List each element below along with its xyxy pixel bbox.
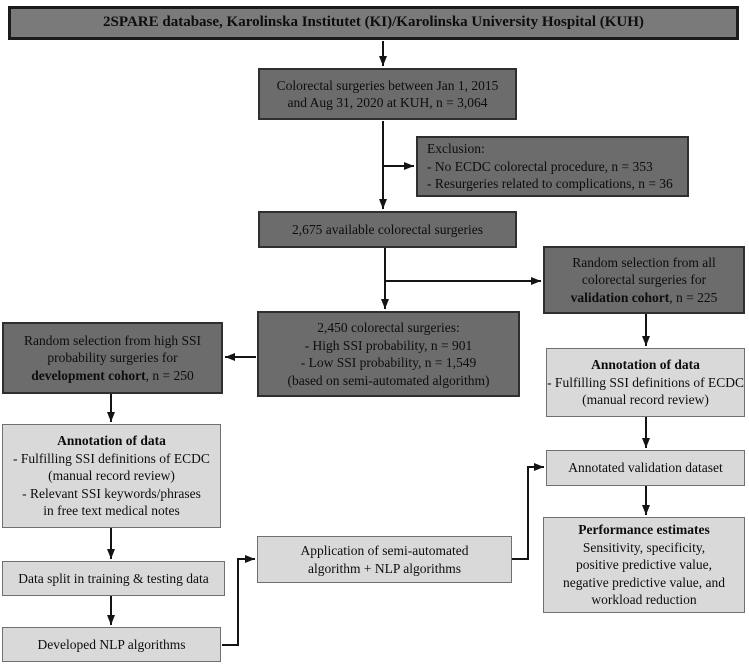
performance-line1: Sensitivity, specificity, [582, 539, 706, 555]
annotation-development-line3: - Relevant SSI keywords/phrases [22, 485, 201, 501]
performance-line3: negative predictive value, and [563, 574, 725, 590]
validation-selection-line3: validation cohort, n = 225 [571, 289, 718, 307]
node-available-surgeries: 2,675 available colorectal surgeries [258, 211, 517, 248]
header-text: 2SPARE database, Karolinska Institutet (… [103, 14, 644, 31]
surgeries-2450-line2: - High SSI probability, n = 901 [304, 337, 473, 353]
development-selection-line3: development cohort, n = 250 [31, 367, 193, 385]
annotated-dataset-text: Annotated validation dataset [568, 460, 723, 476]
development-cohort-n: , n = 250 [145, 367, 194, 383]
surgeries-2450-line3: - Low SSI probability, n = 1,549 [300, 355, 477, 370]
annotation-development-title: Annotation of data [57, 433, 166, 449]
annotation-validation-line2: (manual record review) [582, 392, 709, 408]
performance-title: Performance estimates [578, 522, 710, 538]
node-database-header: 2SPARE database, Karolinska Institutet (… [8, 6, 739, 40]
node-annotation-development: Annotation of data - Fulfilling SSI defi… [2, 424, 221, 528]
node-exclusion: Exclusion: - No ECDC colorectal procedur… [416, 136, 689, 197]
available-text: 2,675 available colorectal surgeries [292, 221, 483, 237]
node-data-split: Data split in training & testing data [2, 561, 225, 596]
colorectal-line2: and Aug 31, 2020 at KUH, n = 3,064 [287, 95, 488, 110]
validation-cohort-label: validation cohort [570, 289, 670, 305]
exclusion-line1: Exclusion: [427, 141, 485, 157]
data-split-text: Data split in training & testing data [18, 570, 209, 586]
node-validation-selection: Random selection from all colorectal sur… [543, 246, 745, 314]
node-2450-surgeries: 2,450 colorectal surgeries: - High SSI p… [257, 311, 520, 397]
node-performance-estimates: Performance estimates Sensitivity, speci… [543, 517, 745, 613]
performance-line2: positive predictive value, [575, 557, 713, 573]
development-cohort-label: development cohort [31, 367, 146, 383]
developed-nlp-text: Developed NLP algorithms [37, 636, 186, 652]
performance-line4: workload reduction [591, 592, 697, 608]
colorectal-line1: Colorectal surgeries between Jan 1, 2015 [276, 77, 499, 93]
surgeries-2450-line1: 2,450 colorectal surgeries: [317, 320, 460, 335]
development-selection-line2: probability surgeries for [47, 350, 178, 366]
node-development-selection: Random selection from high SSI probabili… [2, 322, 223, 394]
node-developed-nlp: Developed NLP algorithms [2, 627, 221, 662]
annotation-validation-title: Annotation of data [591, 357, 700, 373]
node-colorectal-surgeries: Colorectal surgeries between Jan 1, 2015… [258, 68, 517, 120]
validation-cohort-n: , n = 225 [669, 289, 718, 305]
application-line1: Application of semi-automated [300, 543, 469, 558]
arrow-application-to-annotated-dataset [512, 463, 544, 560]
arrow-developed-nlp-to-application [222, 555, 255, 646]
validation-selection-line1: Random selection from all [572, 254, 716, 270]
node-annotation-validation: Annotation of data - Fulfilling SSI defi… [546, 348, 745, 417]
validation-selection-line2: colorectal surgeries for [581, 272, 707, 288]
node-application-algorithms: Application of semi-automated algorithm … [257, 536, 512, 583]
annotation-development-line4: in free text medical notes [43, 503, 180, 519]
annotation-validation-line1: - Fulfilling SSI definitions of ECDC [547, 374, 744, 390]
annotation-development-line2: (manual record review) [48, 468, 175, 484]
exclusion-line2: - No ECDC colorectal procedure, n = 353 [427, 158, 653, 174]
development-selection-line1: Random selection from high SSI [24, 332, 201, 348]
exclusion-line3: - Resurgeries related to complications, … [427, 176, 673, 192]
annotation-development-line1: - Fulfilling SSI definitions of ECDC [13, 450, 210, 466]
node-annotated-dataset: Annotated validation dataset [546, 450, 745, 486]
application-line2: algorithm + NLP algorithms [308, 560, 461, 576]
surgeries-2450-line4: (based on semi-automated algorithm) [287, 372, 490, 388]
